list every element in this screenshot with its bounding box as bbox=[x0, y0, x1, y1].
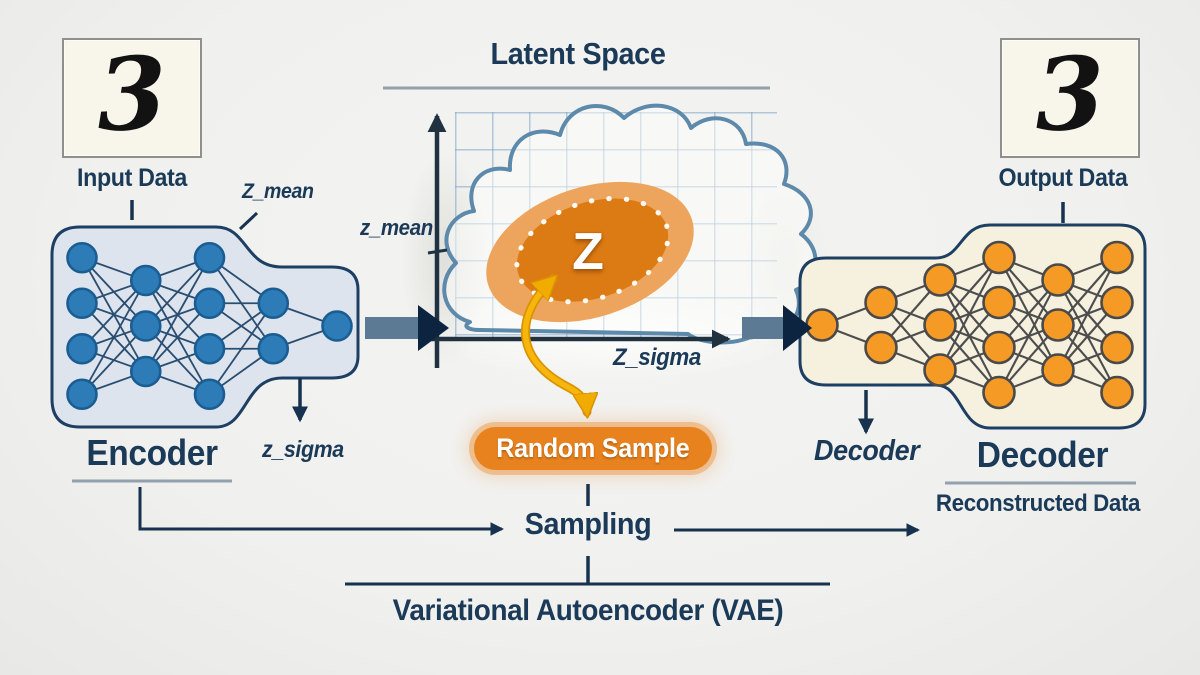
decoder-node bbox=[982, 285, 1016, 320]
encoder-node bbox=[193, 287, 226, 320]
decoder-node bbox=[982, 240, 1016, 275]
decoder-edge bbox=[1057, 257, 1118, 371]
latent-space-title: Latent Space bbox=[490, 36, 666, 71]
decoder-node bbox=[1100, 330, 1134, 365]
latent-x-axis-label: Z_sigma bbox=[613, 344, 701, 371]
latent-z-symbol: Z bbox=[572, 223, 604, 281]
vae-title: Variational Autoencoder (VAE) bbox=[392, 594, 784, 627]
decoder-node bbox=[864, 330, 898, 365]
decoder-node bbox=[1041, 353, 1075, 387]
encoder-edge bbox=[144, 257, 211, 372]
encoder-node bbox=[321, 310, 353, 342]
decoder-node bbox=[923, 263, 957, 297]
output-digit: 3 bbox=[1033, 33, 1107, 155]
input-digit: 3 bbox=[95, 33, 169, 155]
encoder-network bbox=[66, 241, 353, 411]
sampling-label: Sampling bbox=[524, 506, 652, 541]
encoder-node bbox=[66, 378, 98, 411]
decoder-network bbox=[805, 240, 1134, 410]
random-sample-badge: Random Sample bbox=[474, 427, 712, 470]
decoder-italic-label: Decoder bbox=[814, 435, 920, 467]
sampling-left-arrow bbox=[138, 487, 505, 536]
encoder-node bbox=[66, 332, 98, 365]
encoder-node bbox=[129, 355, 162, 388]
reconstructed-data-label: Reconstructed Data bbox=[935, 490, 1141, 517]
decoder-node bbox=[923, 308, 957, 342]
latent-y-axis-label: z_mean bbox=[360, 215, 433, 240]
sample-curve-arrow bbox=[522, 279, 587, 412]
decoder-node bbox=[1041, 263, 1075, 297]
input-image-box: 3 bbox=[62, 33, 202, 158]
encoder-node bbox=[257, 332, 290, 365]
flow-arrow-latent-to-decoder bbox=[742, 305, 812, 351]
encoder-zmean-label: Z_mean bbox=[242, 180, 314, 203]
encoder-node bbox=[66, 241, 98, 274]
decoder-node bbox=[864, 285, 898, 320]
zmean-connector bbox=[238, 211, 259, 231]
decoder-container bbox=[798, 223, 1147, 430]
output-data-label: Output Data bbox=[998, 164, 1128, 192]
decoder-node bbox=[805, 308, 839, 342]
decoder-node bbox=[982, 330, 1016, 365]
decoder-node bbox=[1041, 308, 1075, 342]
encoder-zsigma-label: z_sigma bbox=[262, 436, 344, 462]
encoder-edge bbox=[81, 280, 147, 395]
random-sample-label: Random Sample bbox=[496, 433, 690, 463]
decoder-edge bbox=[939, 257, 1000, 371]
decoder-node bbox=[923, 353, 957, 387]
encoder-node bbox=[257, 287, 290, 320]
decoder-node bbox=[1100, 285, 1134, 320]
input-data-label: Input Data bbox=[77, 164, 187, 192]
encoder-node bbox=[193, 241, 226, 274]
decoder-node bbox=[1100, 240, 1134, 275]
decoder-node bbox=[1100, 375, 1134, 410]
encoder-edge bbox=[208, 302, 274, 395]
decoder-node bbox=[982, 375, 1016, 410]
encoder-node bbox=[193, 378, 226, 411]
encoder-node bbox=[193, 332, 226, 365]
y-axis-tick bbox=[427, 248, 448, 255]
decoder-edge bbox=[998, 279, 1059, 393]
output-image-box: 3 bbox=[1000, 33, 1140, 158]
encoder-title: Encoder bbox=[86, 432, 218, 473]
decoder-title: Decoder bbox=[976, 434, 1109, 475]
flow-arrow-encoder-to-latent bbox=[365, 305, 449, 351]
encoder-node bbox=[129, 264, 162, 297]
encoder-node bbox=[129, 310, 162, 342]
encoder-node bbox=[66, 287, 98, 320]
